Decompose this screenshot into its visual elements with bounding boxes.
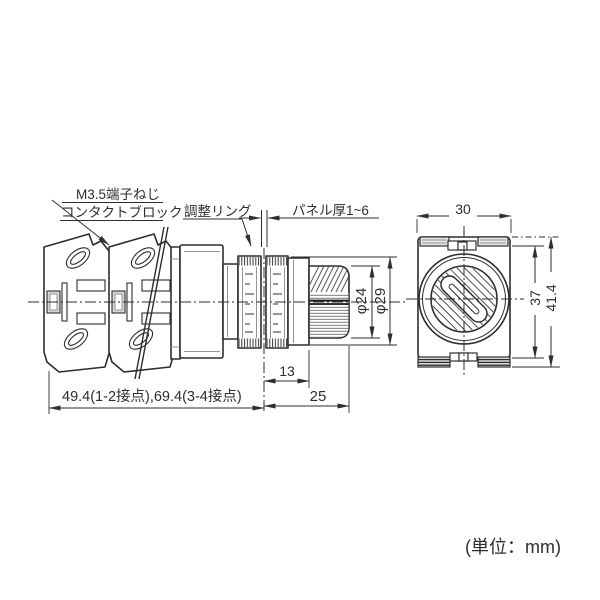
front-view: 30 37 41.4 (406, 201, 560, 377)
dim-panel-to-bezel: 13 (279, 363, 295, 379)
front-height-dimensions: 37 41.4 (512, 236, 560, 368)
contact-block-1 (43, 233, 114, 373)
label-contact-block: コンタクトブロック (61, 204, 183, 220)
dim-front-inner-height: 37 (527, 290, 543, 306)
unit-note: (単位：mm) (465, 537, 561, 557)
diameter-dimensions: φ24 φ29 (291, 256, 397, 346)
length-dimensions: 13 25 49.4(1-2接点),69.4(3-4接点) (48, 346, 350, 414)
dim-panel-to-front: 25 (310, 388, 327, 405)
dim-front-width: 30 (455, 201, 471, 217)
dim-knob-diameter: φ24 (353, 288, 370, 314)
dim-overall-length: 49.4(1-2接点),69.4(3-4接点) (62, 388, 242, 405)
callouts: M3.5端子ねじ コンタクトブロック 調整リング パネル厚1~6 (51, 187, 379, 247)
mounting-adapter (170, 246, 181, 360)
lever-phantom-lines (134, 226, 169, 380)
top-mounting-tabs (419, 236, 509, 251)
leader-adjustment-ring (241, 218, 252, 247)
label-adjustment-ring: 調整リング (184, 204, 252, 219)
front-width-dimension: 30 (416, 201, 512, 233)
dim-front-overall-height: 41.4 (543, 284, 559, 311)
side-view: M3.5端子ねじ コンタクトブロック 調整リング パネル厚1~6 φ24 φ29 (28, 187, 408, 414)
leader-contact-block (51, 199, 110, 246)
dim-bezel-diameter: φ29 (372, 288, 389, 314)
label-panel-thickness: パネル厚1~6 (292, 203, 369, 218)
label-terminal-screw: M3.5端子ねじ (76, 187, 160, 202)
panel-lines (261, 210, 268, 247)
contact-block-2 (108, 233, 179, 373)
